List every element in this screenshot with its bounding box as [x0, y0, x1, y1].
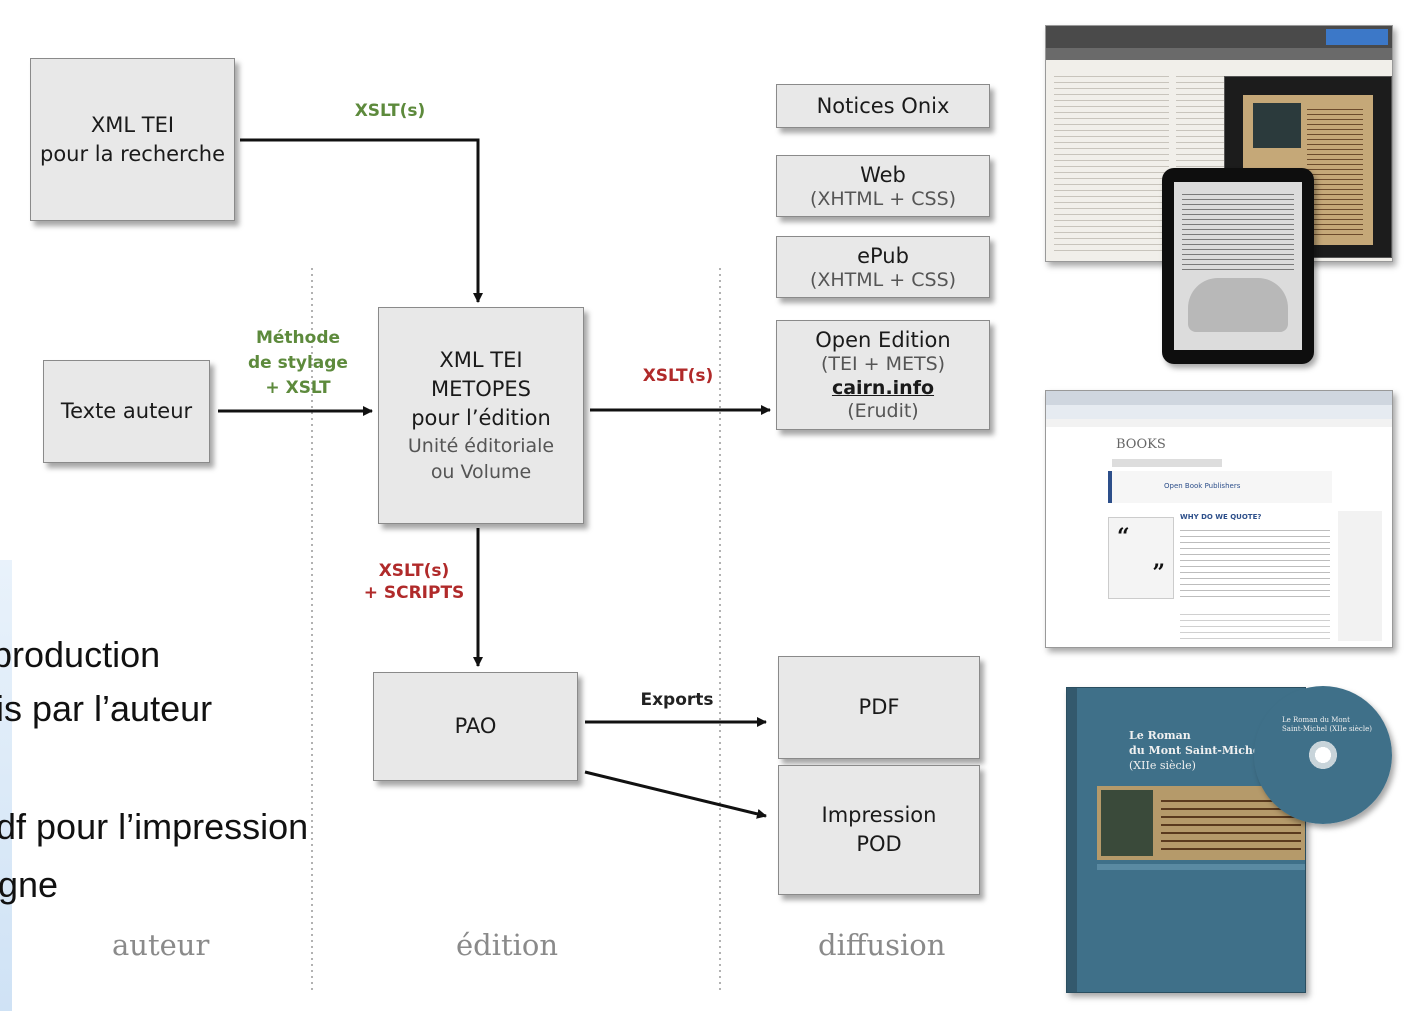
box-line: POD: [856, 832, 902, 856]
label-xslt-right: XSLT(s): [642, 366, 714, 386]
quote-mark-icon: ”: [1152, 560, 1165, 586]
site-nav: [1046, 419, 1392, 427]
box-subline: (Erudit): [847, 400, 919, 422]
cd-disc: Le Roman du Mont Saint-Michel (XIIe sièc…: [1254, 686, 1392, 824]
box-impression-pod: Impression POD: [778, 765, 980, 895]
label-line: XSLT(s): [378, 561, 450, 581]
box-line: XML TEI: [439, 348, 523, 372]
obp-book-title: WHY DO WE QUOTE?: [1180, 513, 1262, 521]
tablet-screen: [1174, 182, 1302, 350]
label-methode-stylage: Méthode de stylage + XSLT: [236, 326, 360, 401]
label-line: de stylage: [248, 353, 348, 373]
background-text-4: gne: [0, 864, 59, 905]
cairn-link[interactable]: cairn.info: [831, 377, 935, 399]
box-line: Notices Onix: [816, 93, 950, 118]
reader-toolbar: [1046, 26, 1392, 48]
left-panel-tint: [0, 560, 12, 1011]
reader-text-block: [1054, 71, 1169, 251]
cover-title-line: du Mont Saint-Michel: [1129, 744, 1265, 757]
box-subline: (TEI + METS): [820, 353, 946, 375]
column-label-diffusion: diffusion: [818, 928, 946, 962]
box-xml-tei-research: XML TEI pour la recherche: [30, 58, 235, 221]
box-pdf: PDF: [778, 656, 980, 759]
obp-banner: [1108, 471, 1332, 503]
manuscript-initial: [1253, 103, 1301, 148]
box-line: Web: [860, 162, 906, 187]
cover-illuminated-initial: [1101, 790, 1153, 856]
box-pao: PAO: [373, 672, 578, 781]
box-texte-auteur: Texte auteur: [43, 360, 210, 463]
reader-subbar: [1046, 48, 1392, 60]
obp-description: [1180, 525, 1330, 601]
box-line: PDF: [858, 695, 900, 719]
openbook-website-screenshot: BOOKS Open Book Publishers WHY DO WE QUO…: [1045, 390, 1393, 648]
box-web: Web (XHTML + CSS): [776, 155, 990, 217]
cover-band: [1097, 864, 1305, 870]
box-line: Impression: [821, 803, 937, 827]
box-open-edition: Open Edition (TEI + METS) cairn.info (Er…: [776, 320, 990, 430]
disc-title-line: Saint-Michel (XIIe siècle): [1282, 725, 1372, 733]
background-text-2: is par l’auteur: [0, 688, 213, 729]
box-line: XML TEI: [90, 112, 175, 137]
background-text-3: df pour l’impression: [0, 806, 309, 847]
book-cover: Le Roman du Mont Saint-Michel (XIIe sièc…: [1066, 687, 1306, 993]
disc-title-line: Le Roman du Mont: [1282, 716, 1350, 724]
reader-badge: [1326, 29, 1388, 45]
box-notices-onix: Notices Onix: [776, 84, 990, 128]
label-line: + SCRIPTS: [363, 583, 465, 603]
box-subline: ou Volume: [430, 461, 532, 483]
column-label-auteur: auteur: [112, 928, 210, 962]
box-xml-tei-metopes: XML TEI METOPES pour l’édition Unité édi…: [378, 307, 584, 524]
obp-search: [1112, 459, 1222, 467]
label-exports: Exports: [640, 690, 714, 710]
tablet-text: [1182, 190, 1294, 270]
column-label-edition: édition: [456, 928, 559, 962]
obp-cover: “ ”: [1108, 517, 1174, 599]
browser-tabbar: [1046, 391, 1392, 405]
arrow-research-to-metopes: [240, 138, 483, 303]
box-line: Texte auteur: [60, 399, 193, 423]
box-epub: ePub (XHTML + CSS): [776, 236, 990, 298]
label-line: Méthode: [255, 328, 341, 348]
obp-sidebar: [1338, 511, 1382, 641]
cover-spine: [1067, 688, 1077, 992]
cover-title: Le Roman du Mont Saint-Michel (XIIe sièc…: [1129, 728, 1264, 773]
manuscript-lines: [1307, 105, 1363, 235]
cover-title-line: Le Roman: [1129, 729, 1191, 742]
browser-addressbar: [1046, 405, 1392, 419]
box-line: pour la recherche: [40, 141, 225, 166]
cover-title-line: (XIIe siècle): [1129, 759, 1196, 772]
box-subline: (XHTML + CSS): [809, 268, 957, 291]
background-text-1: production: [0, 634, 161, 675]
obp-logo: BOOKS: [1116, 437, 1166, 452]
box-line: pour l’édition: [411, 406, 551, 430]
box-subline: Unité éditoriale: [407, 435, 555, 457]
label-xslt-scripts: XSLT(s) + SCRIPTS: [352, 560, 476, 604]
box-line: ePub: [857, 243, 909, 268]
obp-publisher: Open Book Publishers: [1164, 482, 1241, 490]
box-line: METOPES: [430, 377, 531, 401]
tablet-reader: [1162, 168, 1314, 364]
box-subline: (XHTML + CSS): [809, 187, 957, 210]
obp-meta: [1180, 609, 1330, 641]
box-line: Open Edition: [815, 328, 951, 352]
tablet-illustration: [1188, 278, 1288, 332]
disc-title: Le Roman du Mont Saint-Michel (XIIe sièc…: [1282, 716, 1372, 734]
label-xslt-top: XSLT(s): [354, 101, 426, 121]
arrow-pao-to-impression: [584, 770, 767, 819]
quote-mark-icon: “: [1117, 524, 1130, 550]
box-line: PAO: [454, 714, 497, 738]
label-line: + XSLT: [265, 378, 331, 398]
